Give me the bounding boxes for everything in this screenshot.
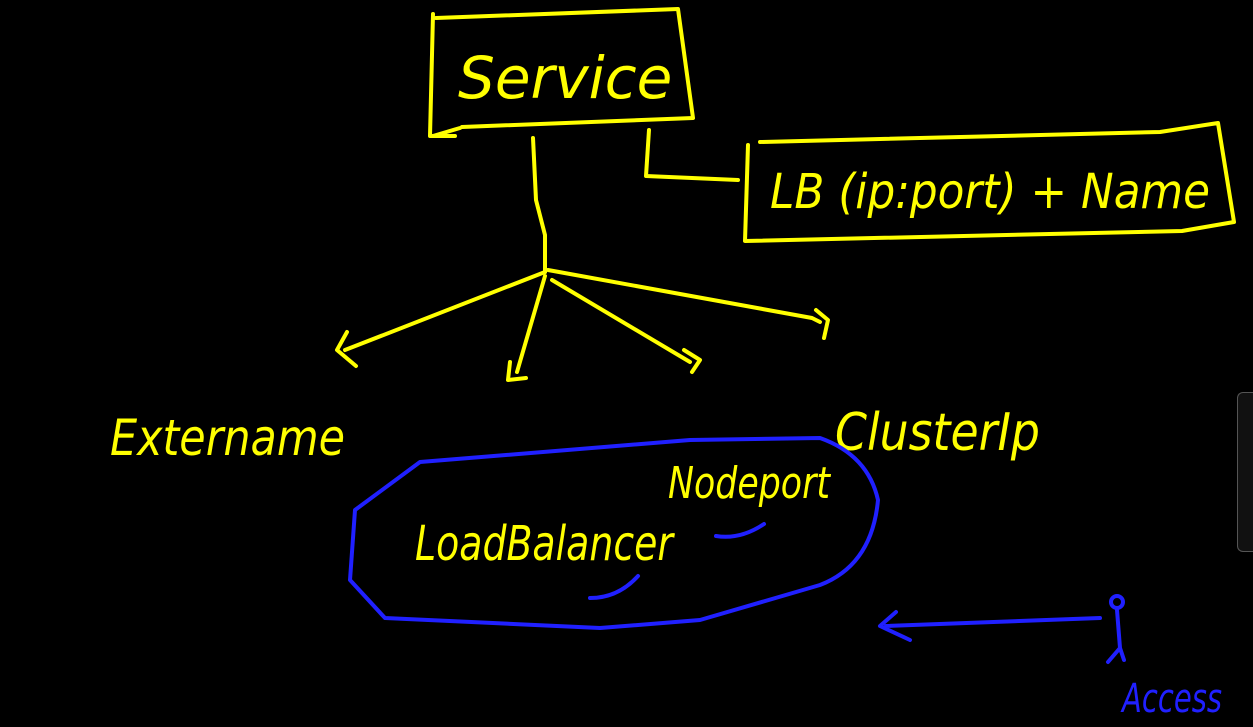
service-to-info-connector (644, 128, 740, 182)
branch-arrow-nodeport (550, 278, 702, 374)
service-trunk-line (531, 136, 547, 274)
loadbalancer-underline (588, 574, 640, 600)
user-stick-figure-icon (1106, 594, 1126, 664)
nodeport-underline (714, 522, 766, 539)
service-box (428, 7, 695, 138)
branch-arrow-loadbalancer (506, 274, 547, 382)
label-externalname: Extername (110, 409, 345, 467)
info-box-label: LB (ip:port) + Name (770, 164, 1210, 220)
label-loadbalancer: LoadBalancer (415, 516, 676, 572)
info-box (743, 121, 1236, 243)
access-arrow (878, 610, 1102, 642)
service-label: Service (458, 44, 672, 112)
access-label: Access (1120, 676, 1222, 722)
branch-arrow-externalname (335, 270, 547, 368)
external-access-group-outline (348, 436, 880, 630)
label-clusterip: ClusterIp (835, 403, 1040, 463)
label-nodeport: Nodeport (668, 458, 831, 509)
branch-arrow-clusterip (546, 268, 830, 340)
side-panel-handle[interactable] (1237, 392, 1253, 552)
